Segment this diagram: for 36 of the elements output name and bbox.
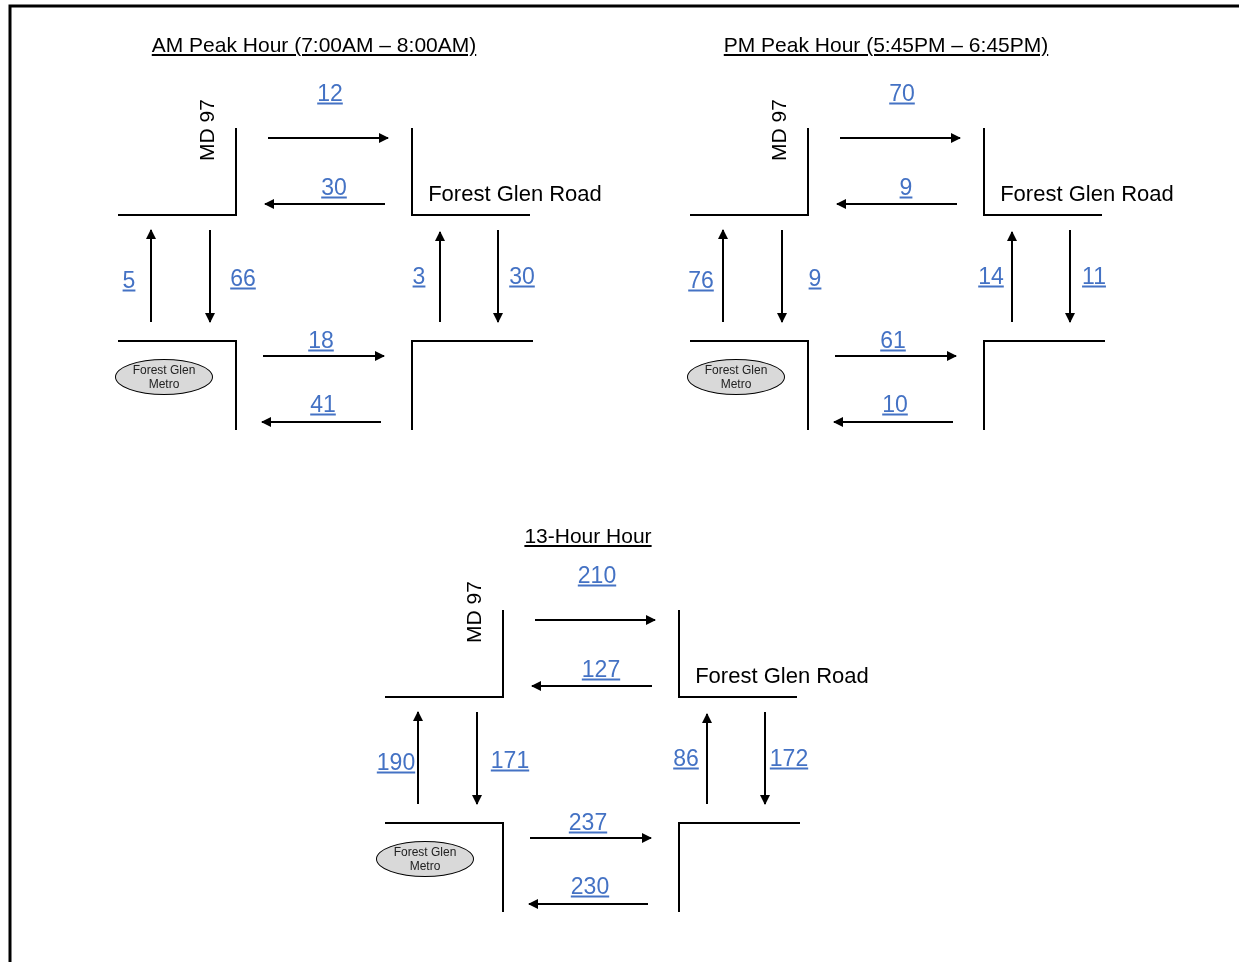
volume-number: 3: [412, 262, 426, 290]
volume-number: 9: [899, 173, 913, 201]
volume-number: 18: [308, 326, 334, 354]
volume-number: 210: [577, 561, 617, 589]
road-name: MD 97: [462, 581, 486, 643]
volume-number: 86: [673, 744, 699, 772]
volume-number: 30: [509, 262, 535, 290]
volume-number: 9: [808, 264, 822, 292]
road-name: Forest Glen Road: [695, 663, 869, 689]
station-name: Forest Glen Metro: [704, 363, 768, 391]
volume-number: 230: [570, 872, 610, 900]
panel-title: PM Peak Hour (5:45PM – 6:45PM): [723, 33, 1049, 57]
volume-number: 237: [568, 808, 608, 836]
road-name: MD 97: [195, 99, 219, 161]
road-name: MD 97: [767, 99, 791, 161]
volume-number: 10: [882, 390, 908, 418]
volume-number: 190: [376, 748, 416, 776]
volume-number: 171: [490, 746, 530, 774]
volume-number: 66: [230, 264, 256, 292]
volume-number: 12: [317, 79, 343, 107]
volume-number: 172: [769, 744, 809, 772]
station-name: Forest Glen Metro: [393, 845, 457, 873]
volume-number: 76: [688, 266, 714, 294]
volume-number: 11: [1082, 262, 1106, 290]
volume-number: 70: [889, 79, 915, 107]
panel-title: AM Peak Hour (7:00AM – 8:00AM): [151, 33, 477, 57]
volume-number: 127: [581, 655, 621, 683]
station-name: Forest Glen Metro: [132, 363, 196, 391]
volume-number: 5: [122, 266, 136, 294]
road-name: Forest Glen Road: [428, 181, 602, 207]
volume-number: 41: [310, 390, 336, 418]
volume-number: 61: [880, 326, 906, 354]
volume-number: 30: [321, 173, 347, 201]
road-name: Forest Glen Road: [1000, 181, 1174, 207]
panel-title: 13-Hour Hour: [524, 524, 652, 548]
volume-number: 14: [978, 262, 1004, 290]
